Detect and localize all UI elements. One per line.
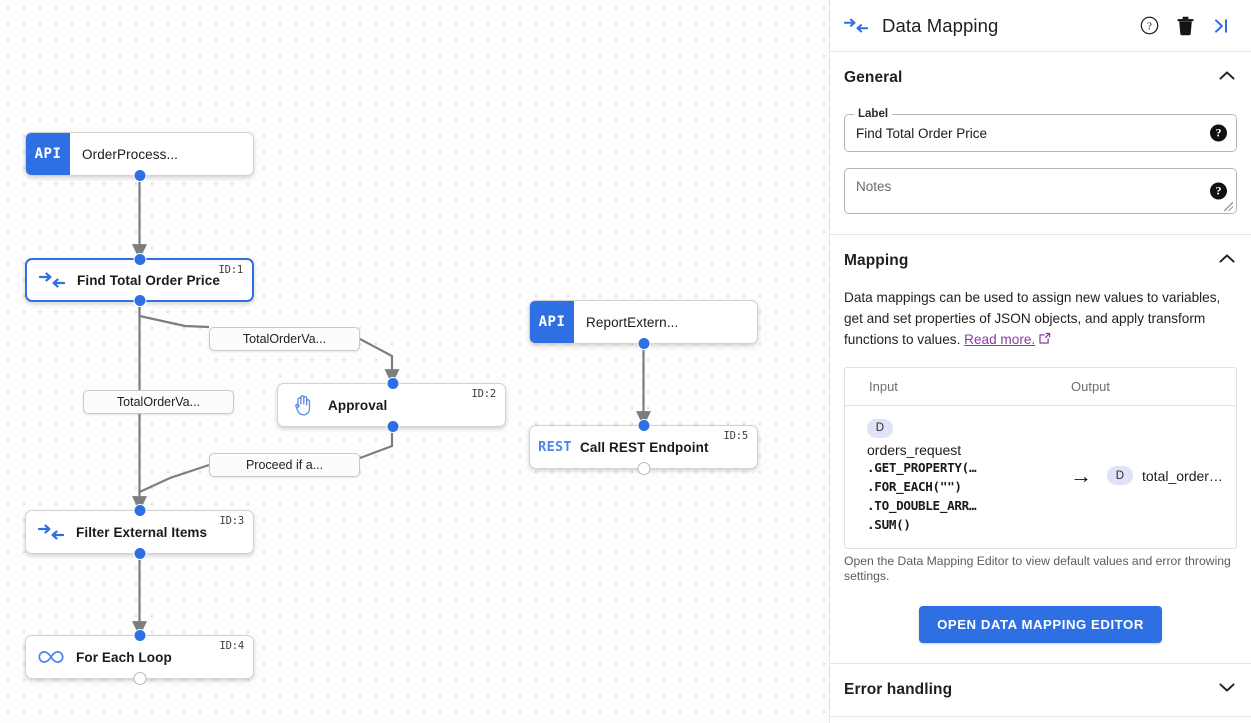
node-approval[interactable]: Approval ID:2	[277, 377, 506, 433]
svg-text:?: ?	[1147, 20, 1152, 32]
section-general-header[interactable]: General	[844, 52, 1237, 104]
label-input[interactable]	[856, 125, 1198, 141]
section-divider	[830, 715, 1251, 717]
edge-label-proceed-if-approved[interactable]: Proceed if a...	[209, 453, 360, 477]
mapping-arrow-icon: →	[1070, 462, 1092, 488]
node-label: For Each Loop	[76, 649, 172, 665]
mapping-description: Data mappings can be used to assign new …	[844, 287, 1237, 351]
chevron-up-icon[interactable]	[1217, 69, 1237, 88]
section-error-handling: Error handling	[830, 664, 1251, 716]
section-divider	[830, 662, 1251, 664]
mapping-table-row[interactable]: D orders_request .GET_PROPERTY(… .FOR_EA…	[845, 406, 1236, 548]
panel-header: Data Mapping ?	[830, 0, 1251, 52]
mapping-input-cell: D orders_request .GET_PROPERTY(… .FOR_EA…	[845, 418, 1055, 534]
column-header-output: Output	[1071, 379, 1111, 394]
properties-panel: Data Mapping ?	[829, 0, 1251, 723]
rest-icon-label: REST	[538, 439, 572, 455]
edge-label-totalordervalue-2[interactable]: TotalOrderVa...	[83, 390, 234, 414]
port-top[interactable]	[386, 377, 400, 390]
edge-label-totalordervalue-1[interactable]: TotalOrderVa...	[209, 327, 360, 351]
port-bottom[interactable]	[637, 337, 650, 350]
node-label: ReportExtern...	[586, 314, 679, 330]
node-label: Call REST Endpoint	[580, 439, 709, 455]
column-header-input: Input	[869, 379, 898, 394]
infinity-icon	[26, 649, 76, 665]
delete-icon[interactable]	[1171, 12, 1199, 40]
data-mapping-arrows-icon	[844, 17, 868, 34]
data-mapping-arrows-icon	[27, 271, 77, 289]
data-mapping-arrows-icon	[26, 523, 76, 541]
mapping-table-header: Input Output	[845, 368, 1236, 406]
notes-input[interactable]	[856, 179, 1198, 194]
section-general-title: General	[844, 69, 903, 86]
notes-resize-handle[interactable]	[1224, 202, 1233, 211]
section-mapping: Mapping Data mappings can be used to ass…	[830, 235, 1251, 663]
workflow-canvas[interactable]: API OrderProcess... Find Total Order Pri…	[0, 0, 829, 723]
port-top[interactable]	[637, 419, 650, 432]
node-label: OrderProcess...	[82, 146, 179, 162]
node-filter-external-items[interactable]: Filter External Items ID:3	[25, 504, 254, 560]
hand-icon	[278, 394, 328, 416]
port-top[interactable]	[133, 253, 146, 266]
edge-connectors	[132, 176, 651, 637]
node-id-tag: ID:3	[219, 515, 245, 527]
notes-help-icon[interactable]: ?	[1210, 182, 1227, 200]
help-icon[interactable]: ?	[1135, 12, 1163, 40]
section-mapping-header[interactable]: Mapping	[844, 235, 1237, 287]
notes-field[interactable]: ?	[844, 168, 1237, 214]
label-help-icon[interactable]: ?	[1210, 124, 1227, 142]
node-id-tag: ID:5	[723, 430, 749, 442]
section-divider	[830, 234, 1251, 235]
section-error-handling-title: Error handling	[844, 680, 953, 698]
label-field-legend: Label	[854, 108, 893, 120]
node-reportextern[interactable]: API ReportExtern...	[529, 300, 758, 350]
node-id-tag: ID:2	[471, 388, 497, 400]
section-general: General Label ? ?	[830, 52, 1251, 234]
node-call-rest-endpoint[interactable]: REST Call REST Endpoint ID:5	[529, 419, 758, 475]
port-top[interactable]	[133, 629, 146, 642]
node-orderprocess[interactable]: API OrderProcess...	[25, 132, 254, 182]
open-data-mapping-editor-button[interactable]: OPEN DATA MAPPING EDITOR	[919, 605, 1162, 643]
input-type-badge: D	[867, 418, 893, 438]
section-mapping-title: Mapping	[844, 252, 909, 269]
collapse-panel-icon[interactable]	[1207, 12, 1235, 40]
chevron-down-icon[interactable]	[1217, 680, 1237, 699]
api-badge: API	[26, 133, 70, 175]
mapping-description-text: Data mappings can be used to assign new …	[844, 290, 1221, 347]
input-variable-name: orders_request	[867, 441, 962, 458]
node-id-tag: ID:4	[219, 640, 245, 652]
read-more-link[interactable]: Read more.	[964, 332, 1036, 347]
mapping-output-cell: D total_order…	[1107, 466, 1223, 486]
port-bottom[interactable]	[133, 294, 146, 307]
label-field[interactable]: Label ?	[844, 108, 1237, 152]
mapping-editor-note: Open the Data Mapping Editor to view def…	[844, 553, 1231, 583]
node-find-total-order-price[interactable]: Find Total Order Price ID:1	[25, 253, 254, 307]
api-badge: API	[530, 301, 574, 343]
node-label: Approval	[328, 397, 388, 413]
chevron-up-icon[interactable]	[1217, 252, 1237, 271]
panel-title: Data Mapping	[882, 14, 999, 36]
port-bottom[interactable]	[133, 169, 146, 182]
rest-icon: REST	[530, 439, 580, 455]
port-bottom[interactable]	[386, 420, 400, 433]
node-for-each-loop[interactable]: For Each Loop ID:4	[25, 629, 254, 685]
port-bottom[interactable]	[133, 547, 146, 560]
node-label: Filter External Items	[76, 524, 208, 540]
port-bottom[interactable]	[133, 672, 146, 685]
node-label: Find Total Order Price	[77, 272, 220, 288]
mapping-table: Input Output D orders_request .GET_PROPE…	[844, 367, 1237, 549]
external-link-icon[interactable]	[1038, 330, 1051, 351]
port-bottom[interactable]	[637, 462, 650, 475]
input-transform-chain: .GET_PROPERTY(… .FOR_EACH("") .TO_DOUBLE…	[867, 459, 977, 532]
section-error-handling-header[interactable]: Error handling	[844, 664, 1237, 716]
output-type-badge: D	[1107, 466, 1133, 486]
port-top[interactable]	[133, 504, 146, 517]
output-variable-name: total_order…	[1142, 467, 1223, 484]
node-id-tag: ID:1	[218, 264, 244, 276]
